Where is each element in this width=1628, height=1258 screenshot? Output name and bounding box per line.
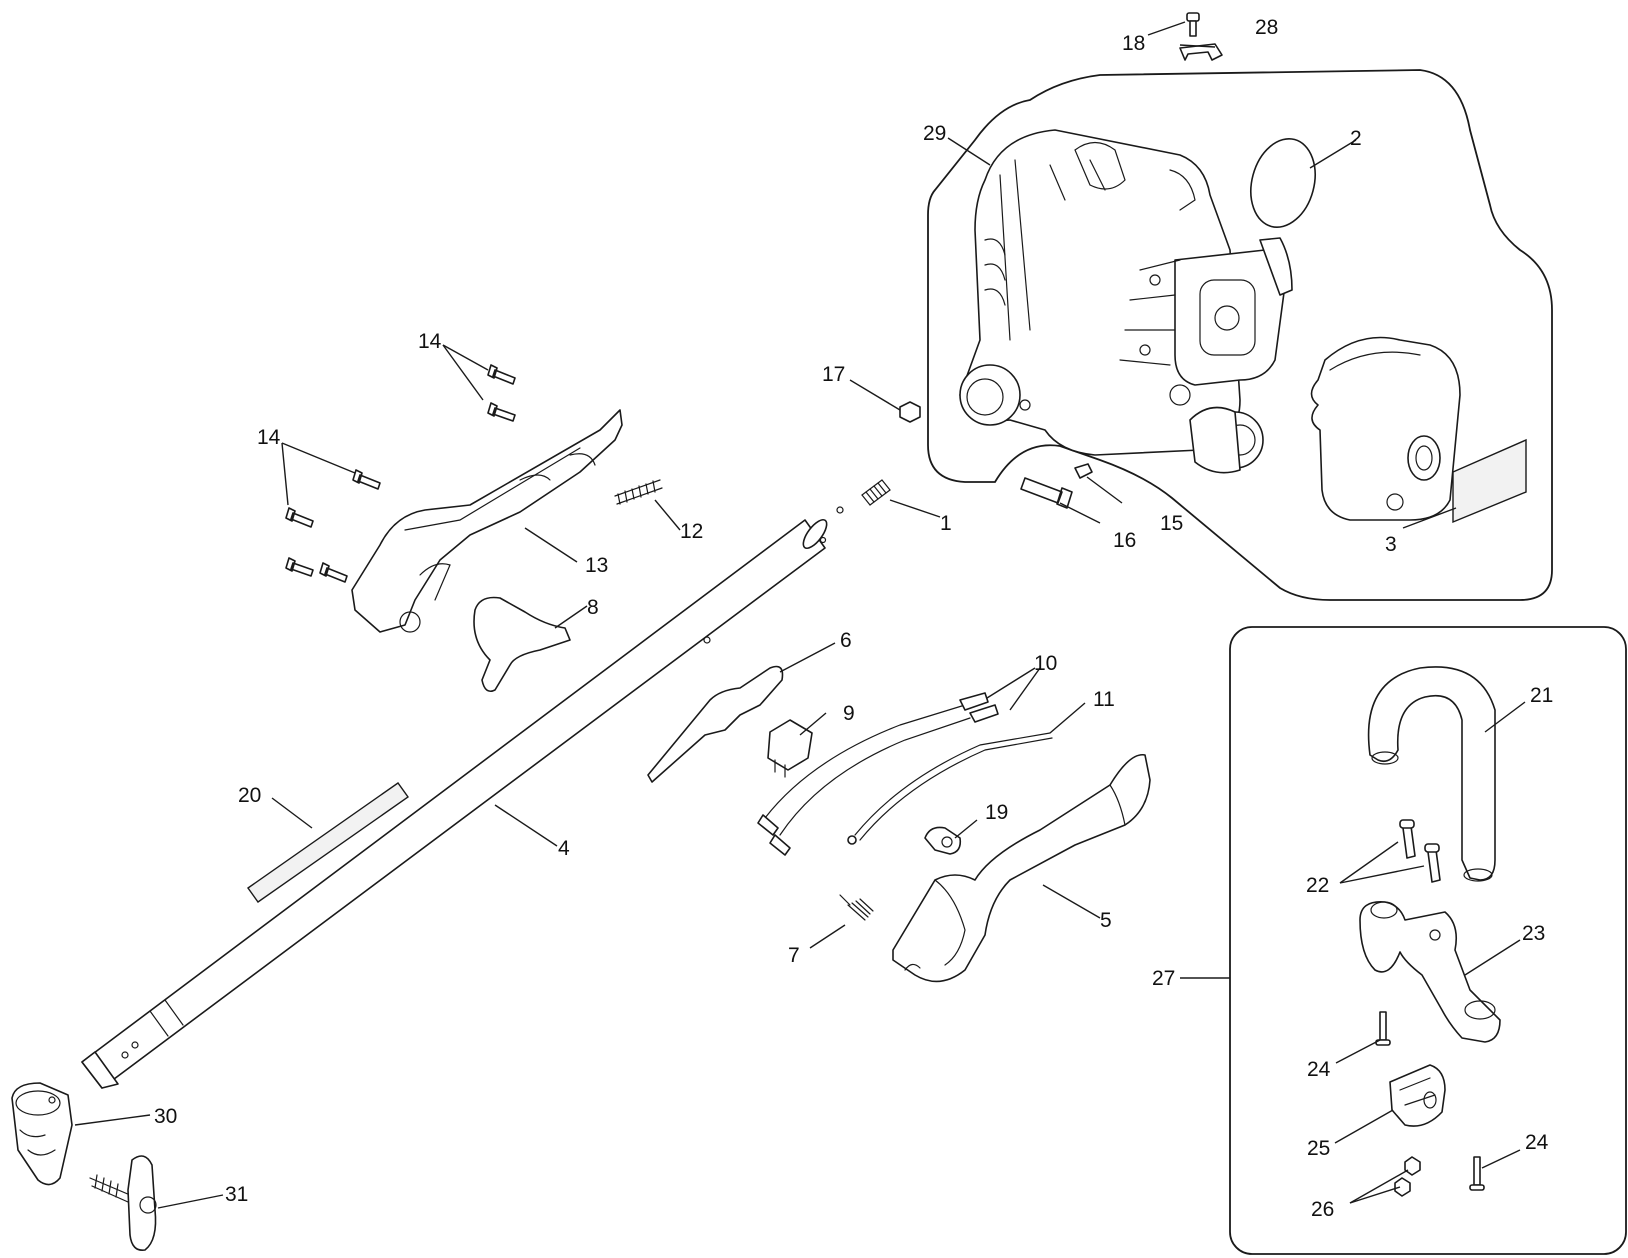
knob-31 bbox=[89, 1155, 157, 1252]
callout-18: 18 bbox=[1122, 32, 1145, 55]
spring-1 bbox=[861, 479, 891, 506]
fitting-15 bbox=[1074, 463, 1093, 479]
callout-29: 29 bbox=[923, 122, 946, 145]
decal-3 bbox=[1452, 438, 1527, 524]
clamp-30 bbox=[11, 1082, 73, 1186]
spring-12 bbox=[614, 479, 663, 505]
callout-4: 4 bbox=[558, 837, 570, 860]
callout-31: 31 bbox=[225, 1183, 248, 1206]
callout-6: 6 bbox=[840, 629, 852, 652]
callout-17: 17 bbox=[822, 363, 845, 386]
screw-18 bbox=[1186, 12, 1200, 37]
callout-27: 27 bbox=[1152, 967, 1175, 990]
throttle-cable-11 bbox=[847, 732, 1053, 845]
engine-assembly bbox=[959, 129, 1293, 474]
callout-14-upper: 14 bbox=[418, 330, 442, 353]
callout-12: 12 bbox=[680, 520, 703, 543]
trigger-8 bbox=[473, 596, 571, 693]
torsion-spring-7 bbox=[839, 894, 874, 921]
callout-1: 1 bbox=[940, 512, 952, 535]
rear-handle-5 bbox=[892, 754, 1151, 983]
callout-3: 3 bbox=[1385, 533, 1397, 556]
callout-13: 13 bbox=[585, 554, 608, 577]
handle-bracket-23 bbox=[1359, 901, 1501, 1043]
handle-housing-13 bbox=[351, 409, 623, 633]
leader-lines bbox=[74, 21, 1526, 1209]
screws-14 bbox=[285, 364, 516, 583]
callout-19: 19 bbox=[985, 801, 1008, 824]
engine-group-outline bbox=[927, 69, 1553, 601]
callout-15: 15 bbox=[1160, 512, 1183, 535]
callout-24-lower: 24 bbox=[1525, 1131, 1549, 1154]
bolt-16 bbox=[1020, 477, 1073, 509]
callout-26: 26 bbox=[1311, 1198, 1334, 1221]
gasket-ring bbox=[1250, 137, 1316, 229]
callout-24-upper: 24 bbox=[1307, 1058, 1331, 1081]
callout-7: 7 bbox=[788, 944, 800, 967]
nut-17 bbox=[899, 401, 921, 423]
callout-5: 5 bbox=[1100, 909, 1112, 932]
loop-handle-group-frame bbox=[1229, 626, 1627, 1255]
decal-20 bbox=[247, 782, 409, 903]
callout-28: 28 bbox=[1255, 16, 1278, 39]
callout-8: 8 bbox=[587, 596, 599, 619]
callout-11: 11 bbox=[1093, 688, 1115, 711]
screw-24a bbox=[1375, 1011, 1391, 1046]
nut-26a bbox=[1404, 1156, 1421, 1176]
screws-22 bbox=[1399, 819, 1441, 883]
clip-28 bbox=[1179, 43, 1223, 61]
callout-21: 21 bbox=[1530, 684, 1553, 707]
callout-14-lower: 14 bbox=[257, 426, 281, 449]
callout-numbers: 1 2 3 4 5 6 7 8 9 10 11 12 13 14 14 15 1… bbox=[154, 16, 1553, 1221]
callout-10: 10 bbox=[1034, 652, 1057, 675]
grommet-19 bbox=[924, 826, 962, 855]
screw-24b bbox=[1469, 1156, 1485, 1191]
callout-9: 9 bbox=[843, 702, 855, 725]
throttle-lever-6 bbox=[647, 665, 784, 783]
air-filter-cover bbox=[1310, 336, 1461, 521]
clamp-block-25 bbox=[1389, 1064, 1446, 1127]
callout-22: 22 bbox=[1306, 874, 1329, 897]
callout-2: 2 bbox=[1350, 127, 1362, 150]
callout-23: 23 bbox=[1522, 922, 1545, 945]
nut-26b bbox=[1394, 1177, 1411, 1197]
wire-harness-10 bbox=[757, 692, 999, 856]
loop-handle-21 bbox=[1367, 666, 1496, 881]
callout-25: 25 bbox=[1307, 1137, 1330, 1160]
drive-shaft-tube bbox=[81, 506, 844, 1089]
switch-9 bbox=[767, 719, 813, 778]
callout-20: 20 bbox=[238, 784, 261, 807]
callout-16: 16 bbox=[1113, 529, 1136, 552]
callout-30: 30 bbox=[154, 1105, 177, 1128]
